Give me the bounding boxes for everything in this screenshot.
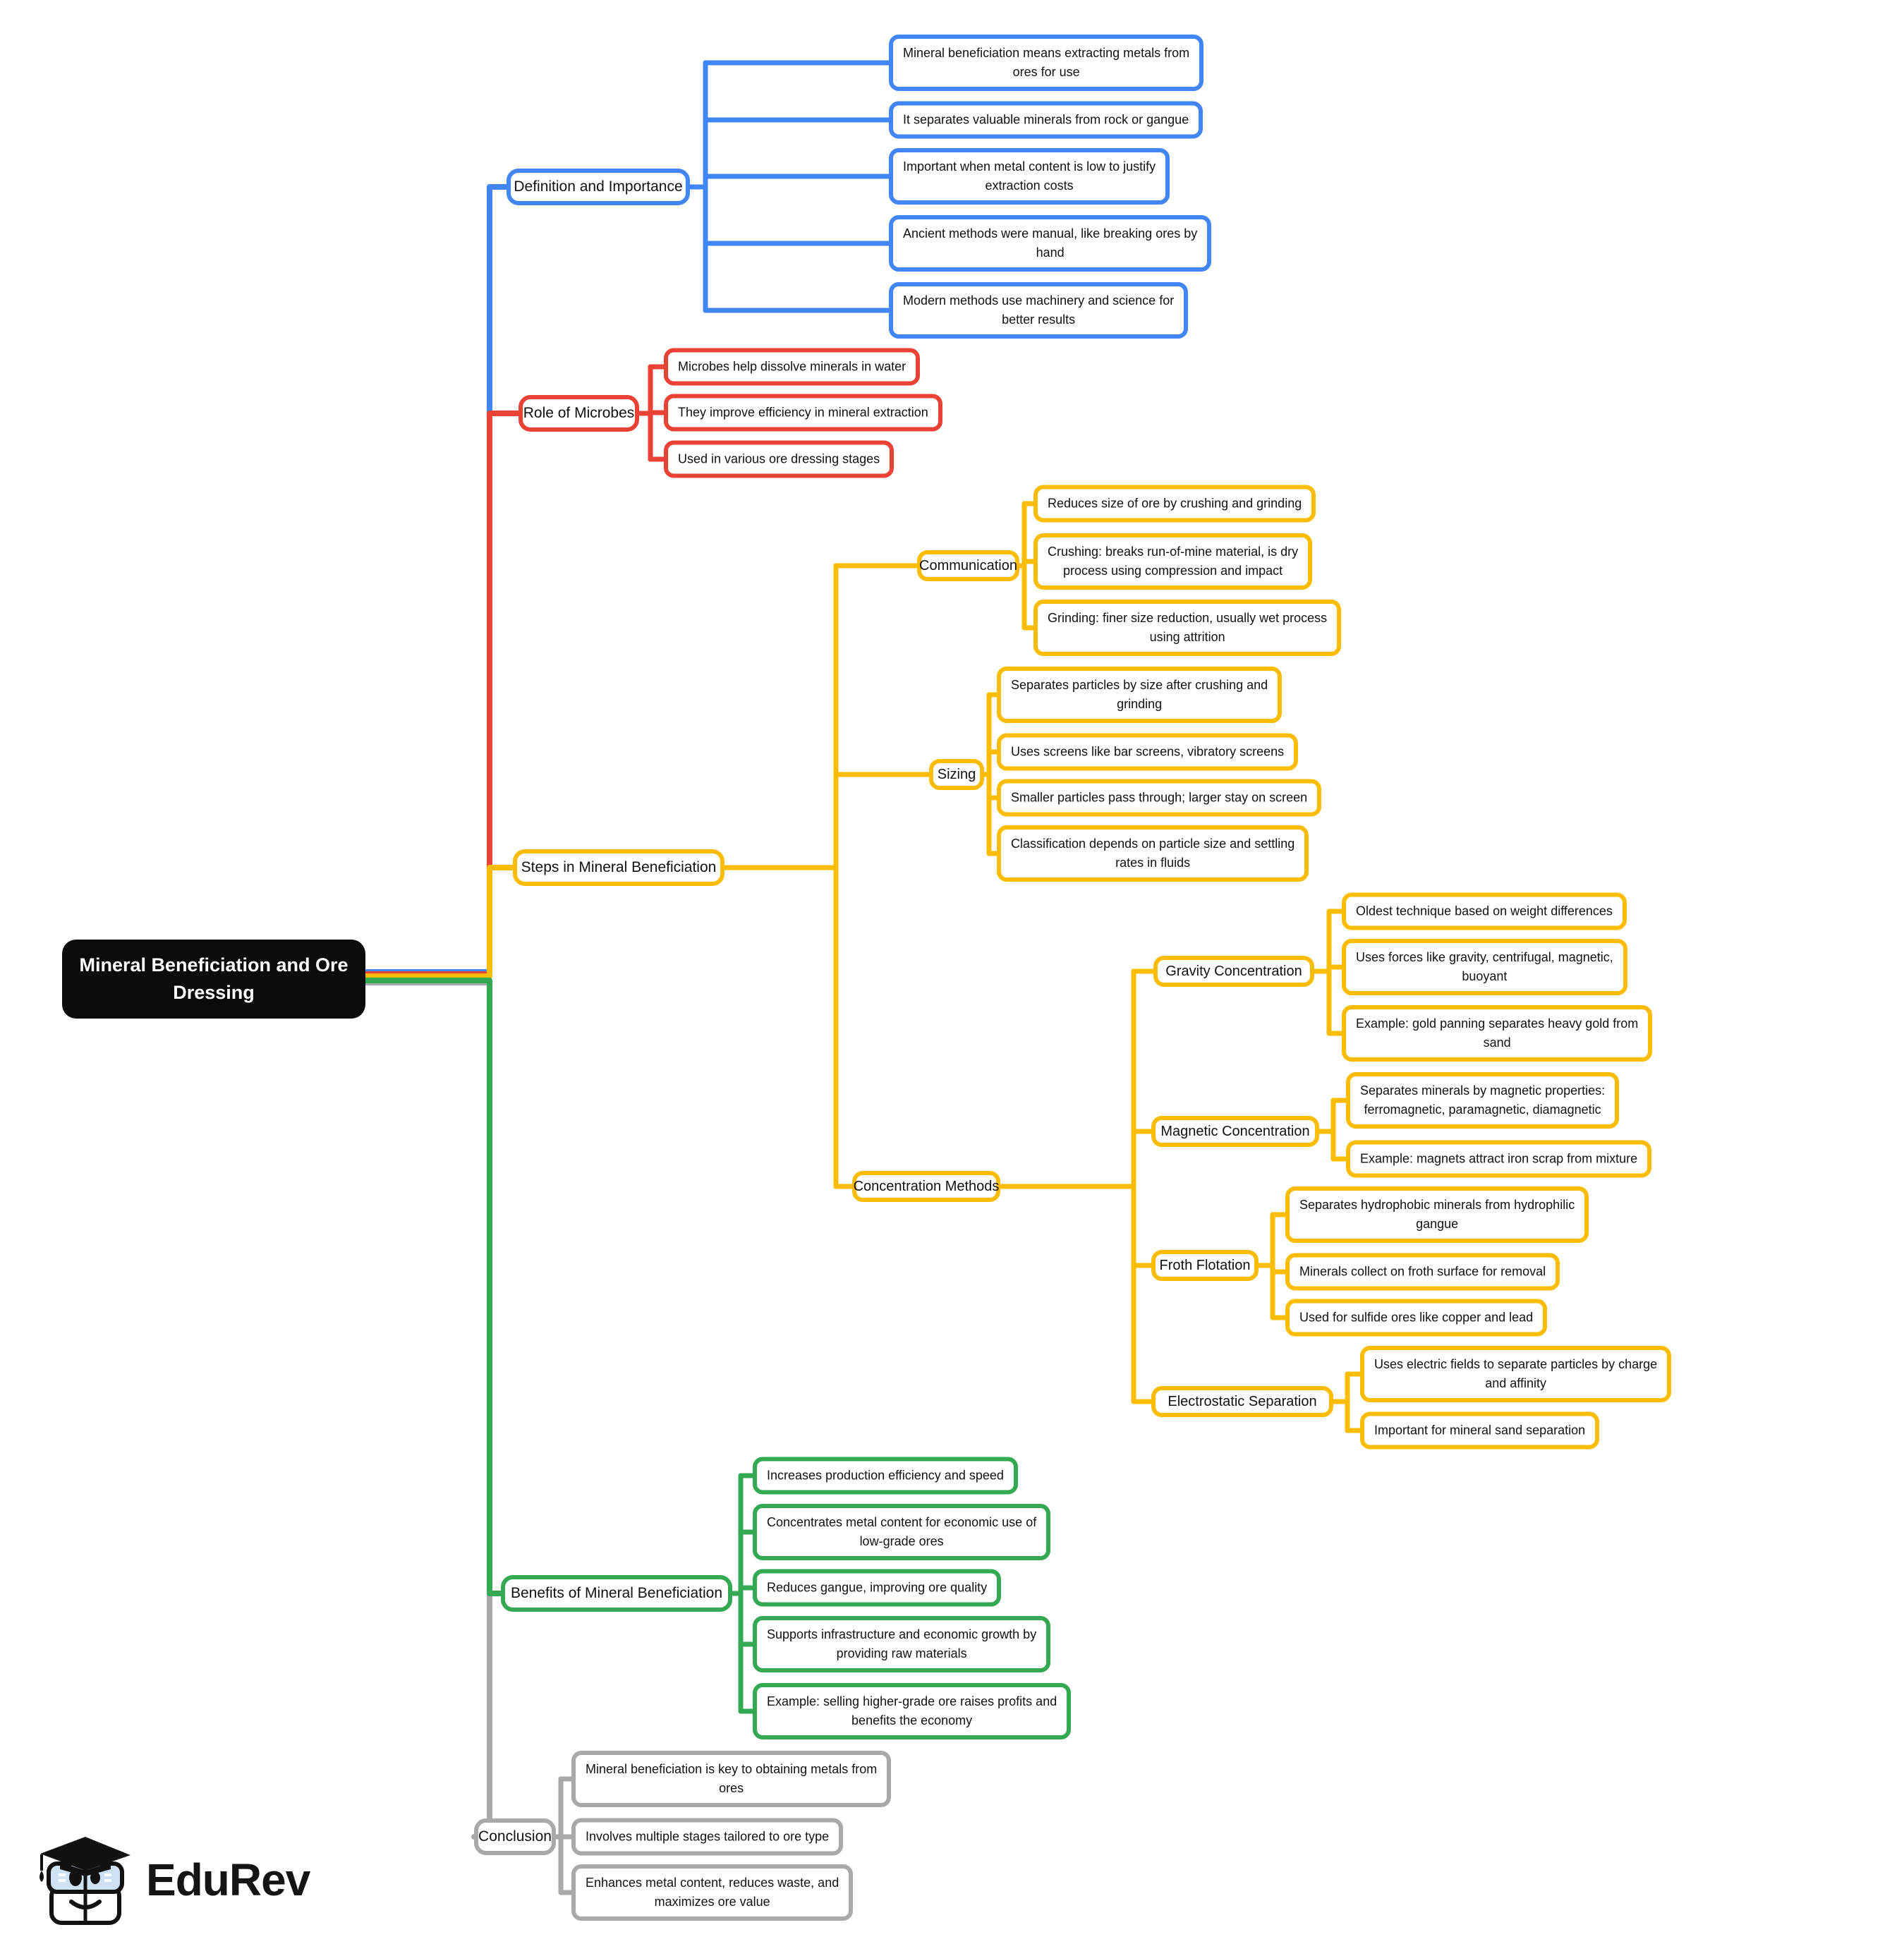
subbranch-froth: Froth Flotation [1151,1250,1259,1281]
branch-definition: Definition and Importance [507,169,690,205]
subbranch-magnetic: Magnetic Concentration [1151,1116,1319,1147]
root-link-definition [363,184,509,975]
conclusion-item: Mineral beneficiation is key to obtainin… [571,1751,892,1807]
definition-item: Important when metal content is low to j… [889,148,1170,205]
electrostatic-item: Important for mineral sand separation [1360,1411,1600,1450]
microbes-item: They improve efficiency in mineral extra… [664,394,942,432]
froth-item: Separates hydrophobic minerals from hydr… [1285,1186,1589,1243]
definition-item: Modern methods use machinery and science… [889,282,1189,339]
subbranch-communication: Communication [917,550,1019,581]
magnetic-item: Separates minerals by magnetic propertie… [1346,1072,1620,1129]
definition-item: Ancient methods were manual, like breaki… [889,215,1212,272]
microbes-item: Used in various ore dressing stages [664,440,895,478]
benefits-item: Supports infrastructure and economic gro… [753,1616,1051,1672]
root-link-microbes [363,411,521,977]
communication-item: Crushing: breaks run-of-mine material, i… [1033,533,1313,590]
edurev-logo: EduRev [32,1828,356,1931]
microbes-item: Microbes help dissolve minerals in water [664,348,921,386]
root-topic-node: Mineral Beneficiation and Ore Dressing [62,940,365,1019]
electrostatic-item: Uses electric fields to separate particl… [1360,1346,1672,1402]
benefits-item: Concentrates metal content for economic … [753,1504,1051,1560]
subbranch-electrostatic: Electrostatic Separation [1151,1386,1333,1417]
benefits-item: Reduces gangue, improving ore quality [753,1569,1002,1607]
conclusion-item: Involves multiple stages tailored to ore… [571,1818,844,1856]
branch-conclusion: Conclusion [474,1818,556,1855]
gravity-item: Oldest technique based on weight differe… [1342,892,1627,930]
subbranch-concentration: Concentration Methods [852,1171,1000,1202]
root-link-steps [363,865,516,979]
benefits-item: Example: selling higher-grade ore raises… [753,1683,1072,1739]
root-link-benefits [363,978,504,1596]
sizing-item: Separates particles by size after crushi… [997,667,1283,723]
branch-microbes: Role of Microbes [519,395,639,432]
sizing-item: Classification depends on particle size … [997,825,1309,882]
communication-item: Grinding: finer size reduction, usually … [1033,600,1342,656]
froth-item: Minerals collect on froth surface for re… [1285,1253,1560,1291]
communication-item: Reduces size of ore by crushing and grin… [1033,485,1316,523]
subbranch-sizing: Sizing [929,759,984,790]
branch-benefits: Benefits of Mineral Beneficiation [501,1575,732,1612]
definition-item: Mineral beneficiation means extracting m… [889,35,1204,91]
gravity-item: Example: gold panning separates heavy go… [1342,1005,1653,1062]
magnetic-item: Example: magnets attract iron scrap from… [1346,1140,1652,1178]
froth-item: Used for sulfide ores like copper and le… [1285,1299,1548,1337]
conclusion-item: Enhances metal content, reduces waste, a… [571,1864,854,1921]
sizing-item: Uses screens like bar screens, vibratory… [997,733,1299,771]
edurev-logo-text: EduRev [146,1854,310,1905]
root-link-conclusion [363,980,492,1840]
edurev-mascot-icon [40,1836,131,1925]
subbranch-gravity: Gravity Concentration [1153,956,1314,987]
benefits-item: Increases production efficiency and spee… [753,1457,1018,1495]
gravity-item: Uses forces like gravity, centrifugal, m… [1342,939,1627,995]
branch-steps: Steps in Mineral Beneficiation [513,849,724,886]
definition-item: It separates valuable minerals from rock… [889,101,1203,139]
sizing-item: Smaller particles pass through; larger s… [997,779,1322,817]
